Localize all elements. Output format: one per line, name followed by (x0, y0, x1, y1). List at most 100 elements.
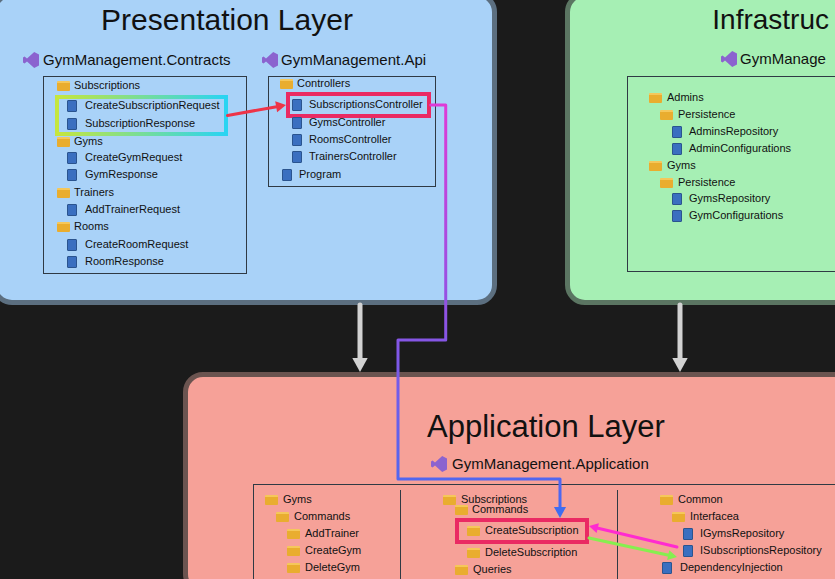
folder-label: Interfacea (690, 510, 739, 523)
folder-icon (57, 188, 70, 198)
folder-label: Gyms (283, 493, 312, 506)
file-label: ISubscriptionsRepository (700, 544, 822, 557)
file-icon (683, 528, 693, 540)
folder-label: Subscriptions (74, 79, 140, 92)
file-icon (67, 152, 77, 164)
folder-icon (276, 512, 289, 522)
layer-panel: Application LayerGymManagement.Applicati… (183, 372, 835, 579)
project-name: GymManagement.Api (281, 51, 426, 69)
file-label: AdminConfigurations (689, 142, 791, 155)
folder-icon (455, 505, 468, 515)
layer-title: Application Layer (427, 408, 665, 445)
folder-icon (660, 495, 673, 505)
file-label: TrainersController (309, 150, 397, 163)
folder-label: DeleteGym (305, 561, 360, 574)
folder-label: Commands (472, 503, 528, 516)
file-label: CreateGymRequest (85, 151, 182, 164)
highlight-box: CreateSubscriptionRequestSubscriptionRes… (55, 95, 228, 136)
connector-line (678, 305, 683, 361)
file-icon (672, 126, 682, 138)
folder-label: AddTrainer (305, 527, 359, 540)
file-icon (672, 210, 682, 222)
file-icon (67, 118, 77, 130)
project-name: GymManage (740, 50, 826, 68)
layer-panel: InfrastrucGymManageAdminsPersistenceAdmi… (565, 0, 835, 305)
project-name: GymManagement.Application (452, 455, 649, 473)
file-label: GymsController (309, 116, 385, 129)
folder-label: Persistence (678, 108, 735, 121)
file-icon (672, 193, 682, 205)
folder-icon (57, 81, 70, 91)
folder-icon (287, 546, 300, 556)
folder-label: Common (678, 493, 723, 506)
file-label: CreateSubscriptionRequest (85, 99, 220, 112)
folder-label: CreateSubscription (485, 524, 579, 537)
file-label: AdminsRepository (689, 125, 778, 138)
file-icon (683, 545, 693, 557)
folder-label: Controllers (297, 77, 350, 90)
folder-icon (455, 565, 468, 575)
vs-project-icon (23, 52, 39, 68)
highlight-box: CreateSubscription (455, 518, 589, 544)
file-icon (292, 151, 302, 163)
file-label: AddTrainerRequest (85, 203, 180, 216)
folder-icon (672, 512, 685, 522)
file-icon (292, 117, 302, 129)
project-box: GymManageAdminsPersistenceAdminsReposito… (627, 76, 835, 272)
file-icon (282, 169, 292, 181)
layer-title: Presentation Layer (101, 2, 353, 38)
file-label: IGymsRepository (700, 527, 784, 540)
file-label: SubscriptionResponse (85, 117, 195, 130)
vs-project-icon (431, 456, 447, 472)
file-icon (662, 562, 672, 574)
folder-label: Gyms (667, 159, 696, 172)
file-icon (672, 143, 682, 155)
vs-project-icon (721, 51, 737, 67)
file-icon (292, 134, 302, 146)
project-name: GymManagement.Contracts (43, 51, 231, 69)
file-icon (292, 99, 302, 111)
project-box: GymManagement.ApplicationGymsCommandsAdd… (253, 484, 835, 579)
file-label: CreateRoomRequest (85, 238, 188, 251)
highlight-box: SubscriptionsController (286, 92, 431, 118)
file-label: Program (299, 168, 341, 181)
connector-arrow (352, 305, 367, 372)
file-label: GymResponse (85, 168, 158, 181)
connector-arrow (672, 305, 687, 372)
file-icon (67, 256, 77, 268)
folder-icon (280, 79, 293, 89)
folder-icon (649, 93, 662, 103)
file-label: GymsRepository (689, 192, 770, 205)
file-icon (67, 204, 77, 216)
layer-panel: Presentation LayerGymManagement.Contract… (0, 0, 497, 305)
folder-icon (649, 161, 662, 171)
vs-project-icon (262, 52, 278, 68)
column-divider (617, 490, 618, 579)
project-box: GymManagement.ApiControllersGymsControll… (268, 76, 436, 187)
project-box: GymManagement.ContractsSubscriptionsGyms… (43, 76, 247, 274)
folder-icon (57, 222, 70, 232)
folder-icon (467, 526, 480, 536)
folder-icon (57, 137, 70, 147)
folder-icon (287, 529, 300, 539)
file-icon (67, 100, 77, 112)
folder-label: DeleteSubscription (485, 546, 577, 559)
folder-icon (287, 563, 300, 573)
folder-label: Gyms (74, 135, 103, 148)
folder-label: Persistence (678, 176, 735, 189)
folder-icon (467, 548, 480, 558)
folder-label: Commands (294, 510, 350, 523)
file-label: RoomsController (309, 133, 392, 146)
folder-icon (443, 495, 456, 505)
folder-label: Admins (667, 91, 704, 104)
file-node: ISubscriptionsRepository (677, 542, 827, 560)
arrow-head (352, 358, 367, 372)
column-divider (400, 490, 401, 579)
file-icon (67, 239, 77, 251)
folder-label: Trainers (74, 186, 114, 199)
file-label: DependencyInjection (680, 561, 783, 574)
connector-line (358, 305, 363, 361)
file-label: RoomResponse (85, 255, 164, 268)
folder-icon (660, 178, 673, 188)
folder-icon (660, 110, 673, 120)
